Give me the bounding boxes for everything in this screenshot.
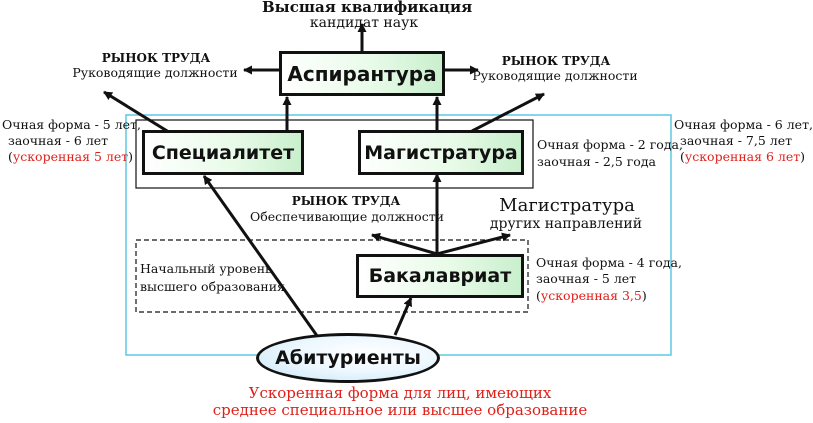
node-specialitet: Специалитет [142,130,304,175]
arrow-to-middle-market [371,232,438,256]
spec-terms-line2: заочная - 6 лет [8,133,109,148]
right-terms-line2: заочная - 7,5 лет [680,133,793,148]
bak-terms-line1: Очная форма - 4 года, [536,255,682,270]
mag-terms-line1: Очная форма - 2 года, [537,137,683,152]
top-qualification-title: Высшая квалификация [262,0,473,16]
spec-terms-line1: Очная форма - 5 лет, [2,117,141,132]
bak-terms-accel: (ускоренная 3,5) [536,288,647,303]
footnote-line1: Ускоренная форма для лиц, имеющих [248,384,552,402]
market-left-subtitle: Руководящие должности [72,65,238,80]
arrow-magistratura-market [471,92,545,133]
market-middle-title: РЫНОК ТРУДА [291,194,401,208]
spec-terms-accel: (ускоренная 5 лет) [8,149,134,164]
initial-level-line1: Начальный уровень [140,261,272,276]
upper-level-frame [135,119,534,189]
right-terms-accel: (ускоренная 6 лет) [680,149,806,164]
mag-terms-line2: заочная - 2,5 года [537,154,656,169]
arrow-to-other-magistratura [436,232,511,256]
right-terms-line1: Очная форма - 6 лет, [674,117,813,132]
other-mag-subtitle: других направлений [489,216,643,232]
initial-level-frame [135,239,529,313]
node-aspirantura: Аспирантура [279,51,445,96]
node-abiturienty: Абитуриенты [256,333,440,383]
top-qualification-subtitle: кандидат наук [309,15,419,31]
node-bakalavriat: Бакалавриат [356,254,524,298]
node-magistratura: Магистратура [358,130,524,175]
market-right-title: РЫНОК ТРУДА [501,54,611,68]
market-middle-subtitle: Обеспечивающие должности [250,209,444,224]
market-left-title: РЫНОК ТРУДА [101,51,211,65]
market-right-subtitle: Руководящие должности [472,68,638,83]
arrow-abiturienty-specialitet [202,175,322,341]
other-mag-title: Магистратура [499,195,635,216]
arrow-specialitet-market [103,90,173,136]
footnote-line2: среднее специальное или высшее образован… [212,401,588,419]
initial-level-line2: высшего образования [140,279,285,294]
arrow-abiturienty-bakalavriat [393,297,413,336]
bak-terms-line2: заочная - 5 лет [536,271,637,286]
